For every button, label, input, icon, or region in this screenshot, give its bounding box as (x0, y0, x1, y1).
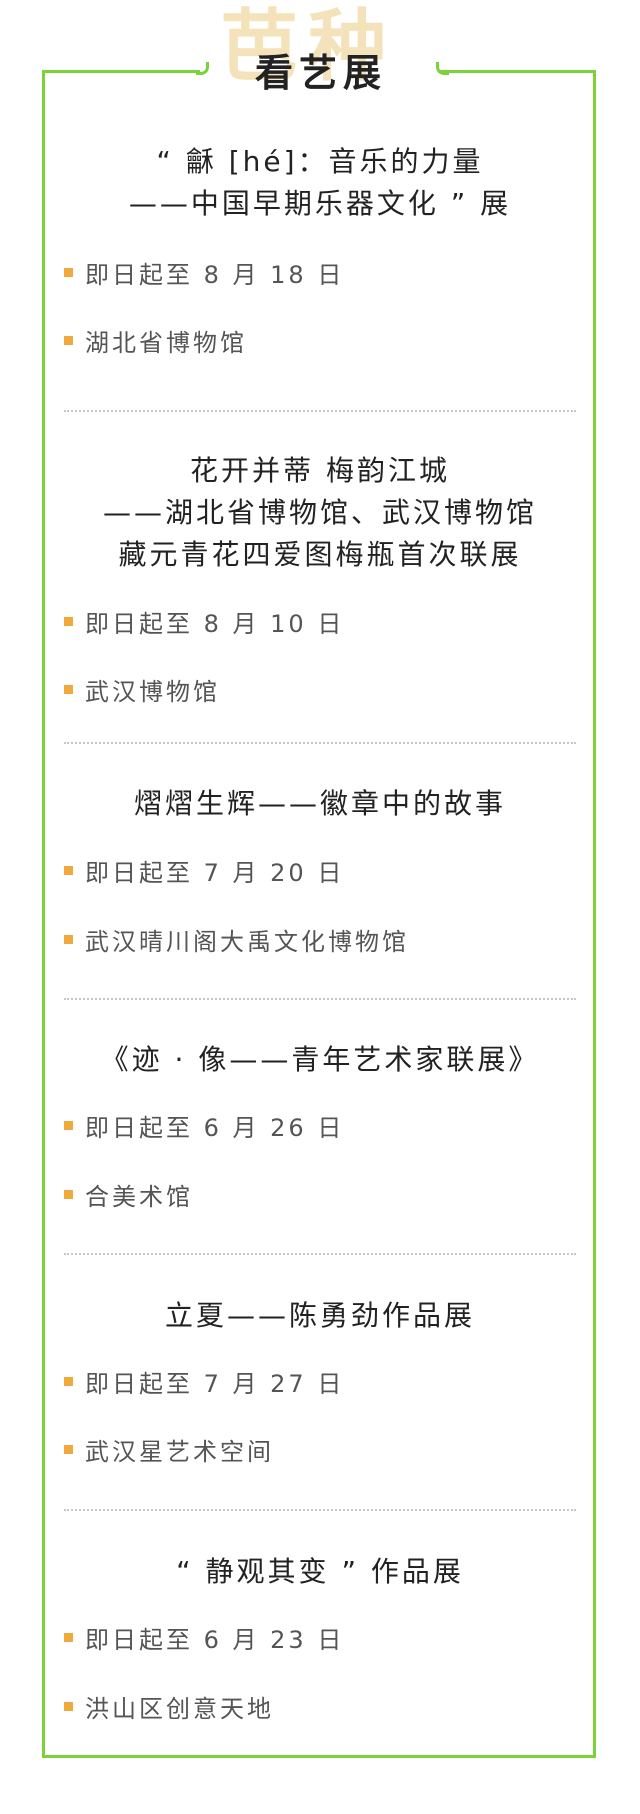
exhibit-date: 即日起至 7 月 20 日 (85, 859, 345, 887)
exhibit-venue-row: 洪山区创意天地 (64, 1689, 274, 1724)
exhibit-venue: 合美术馆 (85, 1183, 193, 1211)
frame-hook-right (436, 62, 449, 75)
bullet-icon (64, 336, 73, 345)
exhibit-title: 《迹 · 像——青年艺术家联展》 (100, 1043, 540, 1076)
bullet-icon (64, 1190, 73, 1199)
exhibit-date: 即日起至 6 月 23 日 (85, 1626, 345, 1654)
exhibit-venue: 洪山区创意天地 (85, 1695, 274, 1723)
section-title: 看艺展 (255, 50, 388, 95)
exhibit-venue: 武汉晴川阁大禹文化博物馆 (85, 928, 409, 956)
exhibit-title: “ 龢 [hé]：音乐的力量 ——中国早期乐器文化 ” 展 (128, 145, 512, 220)
bullet-icon (64, 866, 73, 875)
exhibit-title: 花开并蒂 梅韵江城 ——湖北省博物馆、武汉博物馆 藏元青花四爱图梅瓶首次联展 (102, 454, 537, 571)
exhibit-title: 立夏——陈勇劲作品展 (164, 1299, 475, 1332)
exhibit-venue-row: 武汉星艺术空间 (64, 1432, 274, 1467)
exhibit-date: 即日起至 8 月 18 日 (85, 261, 345, 289)
header-background (200, 8, 440, 118)
exhibit-date: 即日起至 6 月 26 日 (85, 1114, 345, 1142)
exhibit-venue: 湖北省博物馆 (85, 329, 247, 357)
exhibit-item: “ 静观其变 ” 作品展 (60, 1551, 580, 1593)
bullet-icon (64, 685, 73, 694)
bullet-icon (64, 1377, 73, 1386)
dotted-divider (64, 410, 576, 412)
frame-hook-left (196, 62, 209, 75)
exhibit-date-row: 即日起至 6 月 23 日 (64, 1620, 344, 1655)
dotted-divider (64, 742, 576, 744)
exhibit-date-row: 即日起至 8 月 10 日 (64, 604, 344, 639)
exhibit-title: “ 静观其变 ” 作品展 (176, 1555, 464, 1588)
exhibit-date: 即日起至 8 月 10 日 (85, 610, 345, 638)
bullet-icon (64, 935, 73, 944)
exhibit-item: 熠熠生辉——徽章中的故事 (60, 783, 580, 825)
exhibit-item: “ 龢 [hé]：音乐的力量 ——中国早期乐器文化 ” 展 (60, 141, 580, 225)
dotted-divider (64, 998, 576, 1000)
exhibit-item: 花开并蒂 梅韵江城 ——湖北省博物馆、武汉博物馆 藏元青花四爱图梅瓶首次联展 (60, 450, 580, 576)
exhibit-date-row: 即日起至 7 月 20 日 (64, 853, 344, 888)
exhibit-venue-row: 湖北省博物馆 (64, 323, 247, 358)
exhibit-venue-row: 合美术馆 (64, 1177, 193, 1212)
bullet-icon (64, 1702, 73, 1711)
bullet-icon (64, 1633, 73, 1642)
exhibit-venue-row: 武汉博物馆 (64, 672, 220, 707)
exhibit-title: 熠熠生辉——徽章中的故事 (133, 787, 506, 820)
header-watermark: 芭种 (220, 1, 397, 92)
bullet-icon (64, 1121, 73, 1130)
dotted-divider (64, 1509, 576, 1511)
exhibit-venue: 武汉星艺术空间 (85, 1438, 274, 1466)
exhibit-item: 《迹 · 像——青年艺术家联展》 (60, 1039, 580, 1081)
bullet-icon (64, 1445, 73, 1454)
exhibit-date-row: 即日起至 7 月 27 日 (64, 1364, 344, 1399)
dotted-divider (64, 1253, 576, 1255)
bullet-icon (64, 617, 73, 626)
exhibit-date-row: 即日起至 6 月 26 日 (64, 1108, 344, 1143)
exhibit-venue: 武汉博物馆 (85, 678, 220, 706)
exhibit-item: 立夏——陈勇劲作品展 (60, 1295, 580, 1337)
exhibit-date: 即日起至 7 月 27 日 (85, 1370, 345, 1398)
exhibit-date-row: 即日起至 8 月 18 日 (64, 255, 344, 290)
bullet-icon (64, 268, 73, 277)
exhibit-venue-row: 武汉晴川阁大禹文化博物馆 (64, 922, 409, 957)
